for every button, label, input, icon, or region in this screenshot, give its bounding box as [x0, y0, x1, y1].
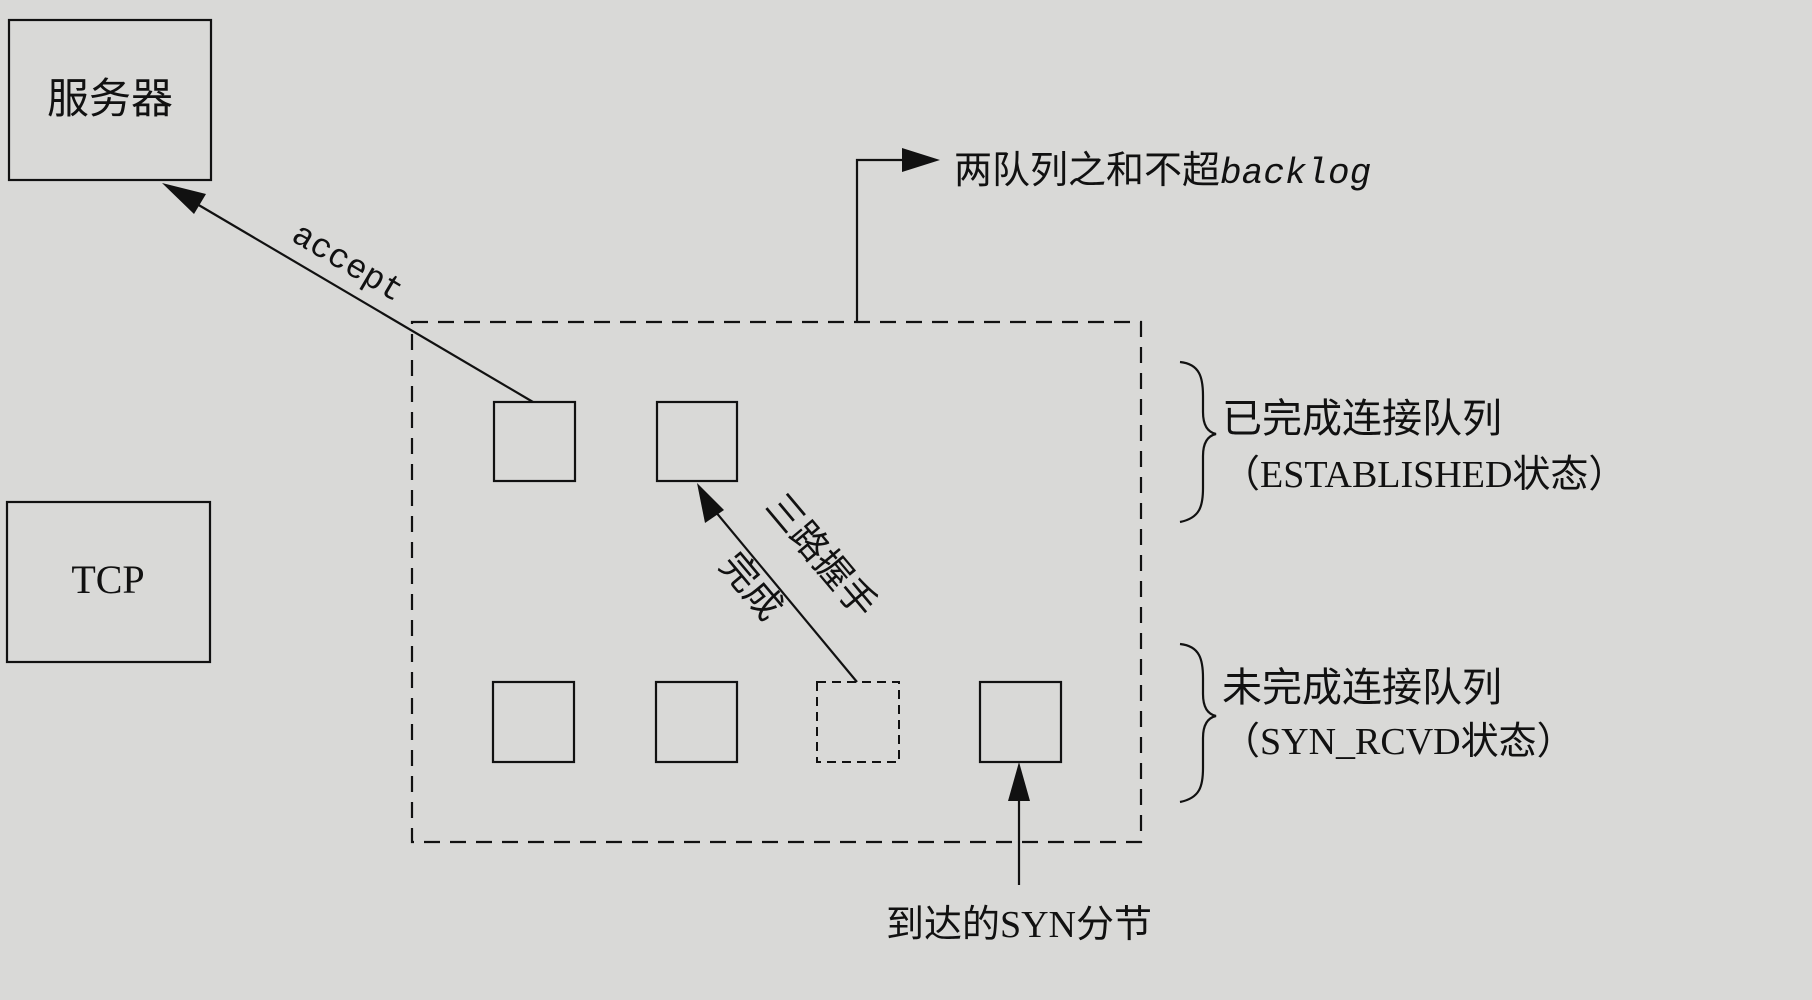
handshake-arrowhead	[697, 483, 724, 523]
tcp-label: TCP	[71, 557, 144, 602]
completed-queue	[492, 400, 739, 483]
incomplete-entry	[978, 680, 1063, 764]
arriving-syn-arrow: 到达的SYN分节	[886, 762, 1152, 946]
backlog-note-prefix: 两队列之和不超	[954, 150, 1220, 192]
tcp-node: TCP	[5, 500, 212, 664]
incomplete-queue-state: （SYN_RCVD状态）	[1222, 721, 1575, 763]
backlog-arrow-line	[855, 158, 905, 322]
accept-label: accept	[284, 217, 409, 312]
queues-container	[410, 320, 1143, 844]
completed-queue-brace	[1179, 360, 1217, 524]
completed-queue-title: 已完成连接队列	[1222, 396, 1502, 441]
backlog-note: 两队列之和不超backlog	[954, 150, 1371, 194]
incomplete-entry	[654, 680, 739, 764]
incomplete-queue-title: 未完成连接队列	[1222, 665, 1502, 710]
completed-entry	[655, 400, 739, 483]
incomplete-queue-brace	[1179, 642, 1217, 804]
backlog-param: backlog	[1220, 153, 1371, 194]
accept-arrow: accept	[162, 183, 534, 403]
incomplete-entry-moving	[816, 681, 900, 763]
handshake-arrow: 三路握手 完成	[697, 483, 884, 683]
accept-arrow-line	[179, 193, 534, 403]
arriving-syn-arrowhead	[1008, 762, 1030, 801]
accept-arrowhead	[162, 183, 206, 214]
completed-queue-state: （ESTABLISHED状态）	[1222, 454, 1626, 496]
completed-entry	[492, 400, 577, 483]
backlog-arrow: 两队列之和不超backlog	[855, 148, 1371, 322]
server-box	[7, 18, 213, 182]
tcp-box	[5, 500, 212, 664]
server-label: 服务器	[47, 77, 173, 123]
incomplete-entry	[491, 680, 576, 764]
backlog-arrowhead	[902, 148, 940, 172]
handshake-arrow-line	[709, 504, 858, 683]
incomplete-queue	[491, 680, 1063, 764]
server-node: 服务器	[7, 18, 213, 182]
arriving-syn-label: 到达的SYN分节	[886, 904, 1152, 946]
